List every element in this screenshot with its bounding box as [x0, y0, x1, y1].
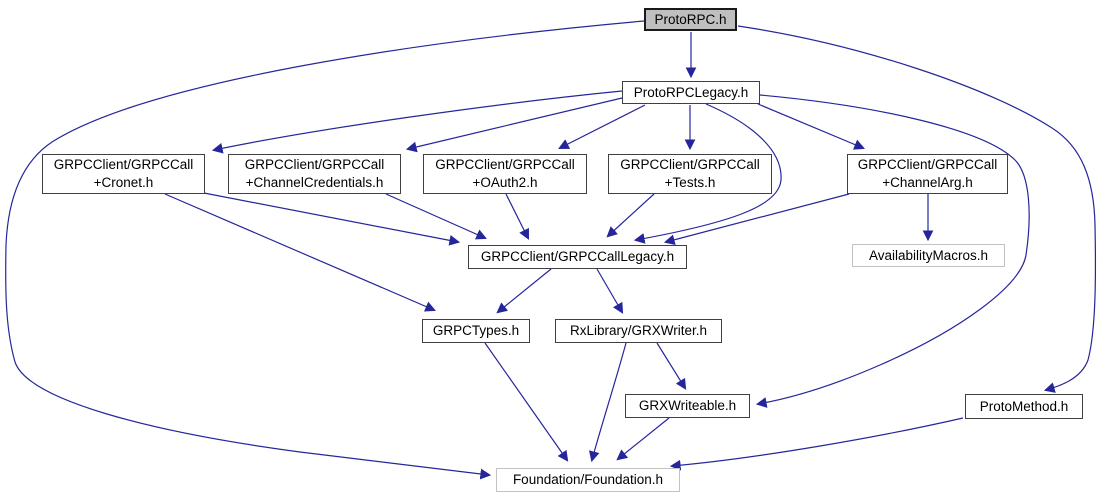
edge-proto-rpc-legacy-to-channel-credentials	[405, 97, 623, 153]
node-grx-writer[interactable]: RxLibrary/GRXWriter.h	[555, 319, 722, 343]
edge-grx-writer-to-foundation	[589, 342, 627, 463]
node-grpccall-legacy[interactable]: GRPCClient/GRPCCallLegacy.h	[468, 245, 687, 269]
edge-proto-rpc-legacy-to-channel-arg	[757, 103, 865, 150]
node-grpccall-cronet[interactable]: GRPCClient/GRPCCall +Cronet.h	[42, 154, 205, 194]
edge-proto-rpc-to-proto-method	[737, 25, 1097, 393]
edge-cronet-to-call-legacy	[203, 192, 461, 246]
edge-proto-rpc-to-foundation	[5, 20, 645, 480]
node-proto-method[interactable]: ProtoMethod.h	[965, 394, 1083, 419]
edge-proto-method-to-foundation	[669, 417, 964, 471]
edge-proto-rpc-legacy-to-oauth2	[558, 104, 646, 149]
edge-grx-writeable-to-foundation	[616, 417, 670, 461]
edge-grpc-types-to-foundation	[484, 342, 569, 462]
edge-call-legacy-to-grpc-types	[496, 268, 552, 314]
node-grpccall-tests[interactable]: GRPCClient/GRPCCall +Tests.h	[608, 154, 772, 194]
edge-channel-credentials-to-call-legacy	[385, 193, 487, 240]
node-proto-rpc-legacy[interactable]: ProtoRPCLegacy.h	[622, 81, 760, 104]
node-grpccall-channel-credentials[interactable]: GRPCClient/GRPCCall +ChannelCredentials.…	[228, 154, 401, 194]
edge-proto-rpc-legacy-to-call-legacy	[633, 103, 782, 244]
edge-call-legacy-to-grx-writer	[596, 268, 624, 314]
node-proto-rpc: ProtoRPC.h	[644, 8, 737, 31]
node-grpccall-channel-arg[interactable]: GRPCClient/GRPCCall +ChannelArg.h	[847, 154, 1008, 194]
node-grx-writeable[interactable]: GRXWriteable.h	[625, 394, 750, 418]
node-availability-macros: AvailabilityMacros.h	[852, 244, 1005, 267]
node-grpccall-oauth2[interactable]: GRPCClient/GRPCCall +OAuth2.h	[423, 154, 587, 194]
edge-cronet-to-grpc-types	[164, 193, 436, 312]
edge-grx-writer-to-grx-writeable	[656, 342, 687, 390]
edge-tests-to-call-legacy	[606, 193, 655, 238]
edge-channel-arg-to-call-legacy	[663, 193, 850, 246]
node-foundation: Foundation/Foundation.h	[496, 468, 680, 492]
node-grpc-types[interactable]: GRPCTypes.h	[422, 319, 530, 343]
edge-oauth2-to-call-legacy	[505, 193, 529, 240]
edge-proto-rpc-legacy-to-cronet	[211, 90, 623, 154]
edge-proto-rpc-legacy-to-grx-writeable	[755, 94, 1030, 408]
